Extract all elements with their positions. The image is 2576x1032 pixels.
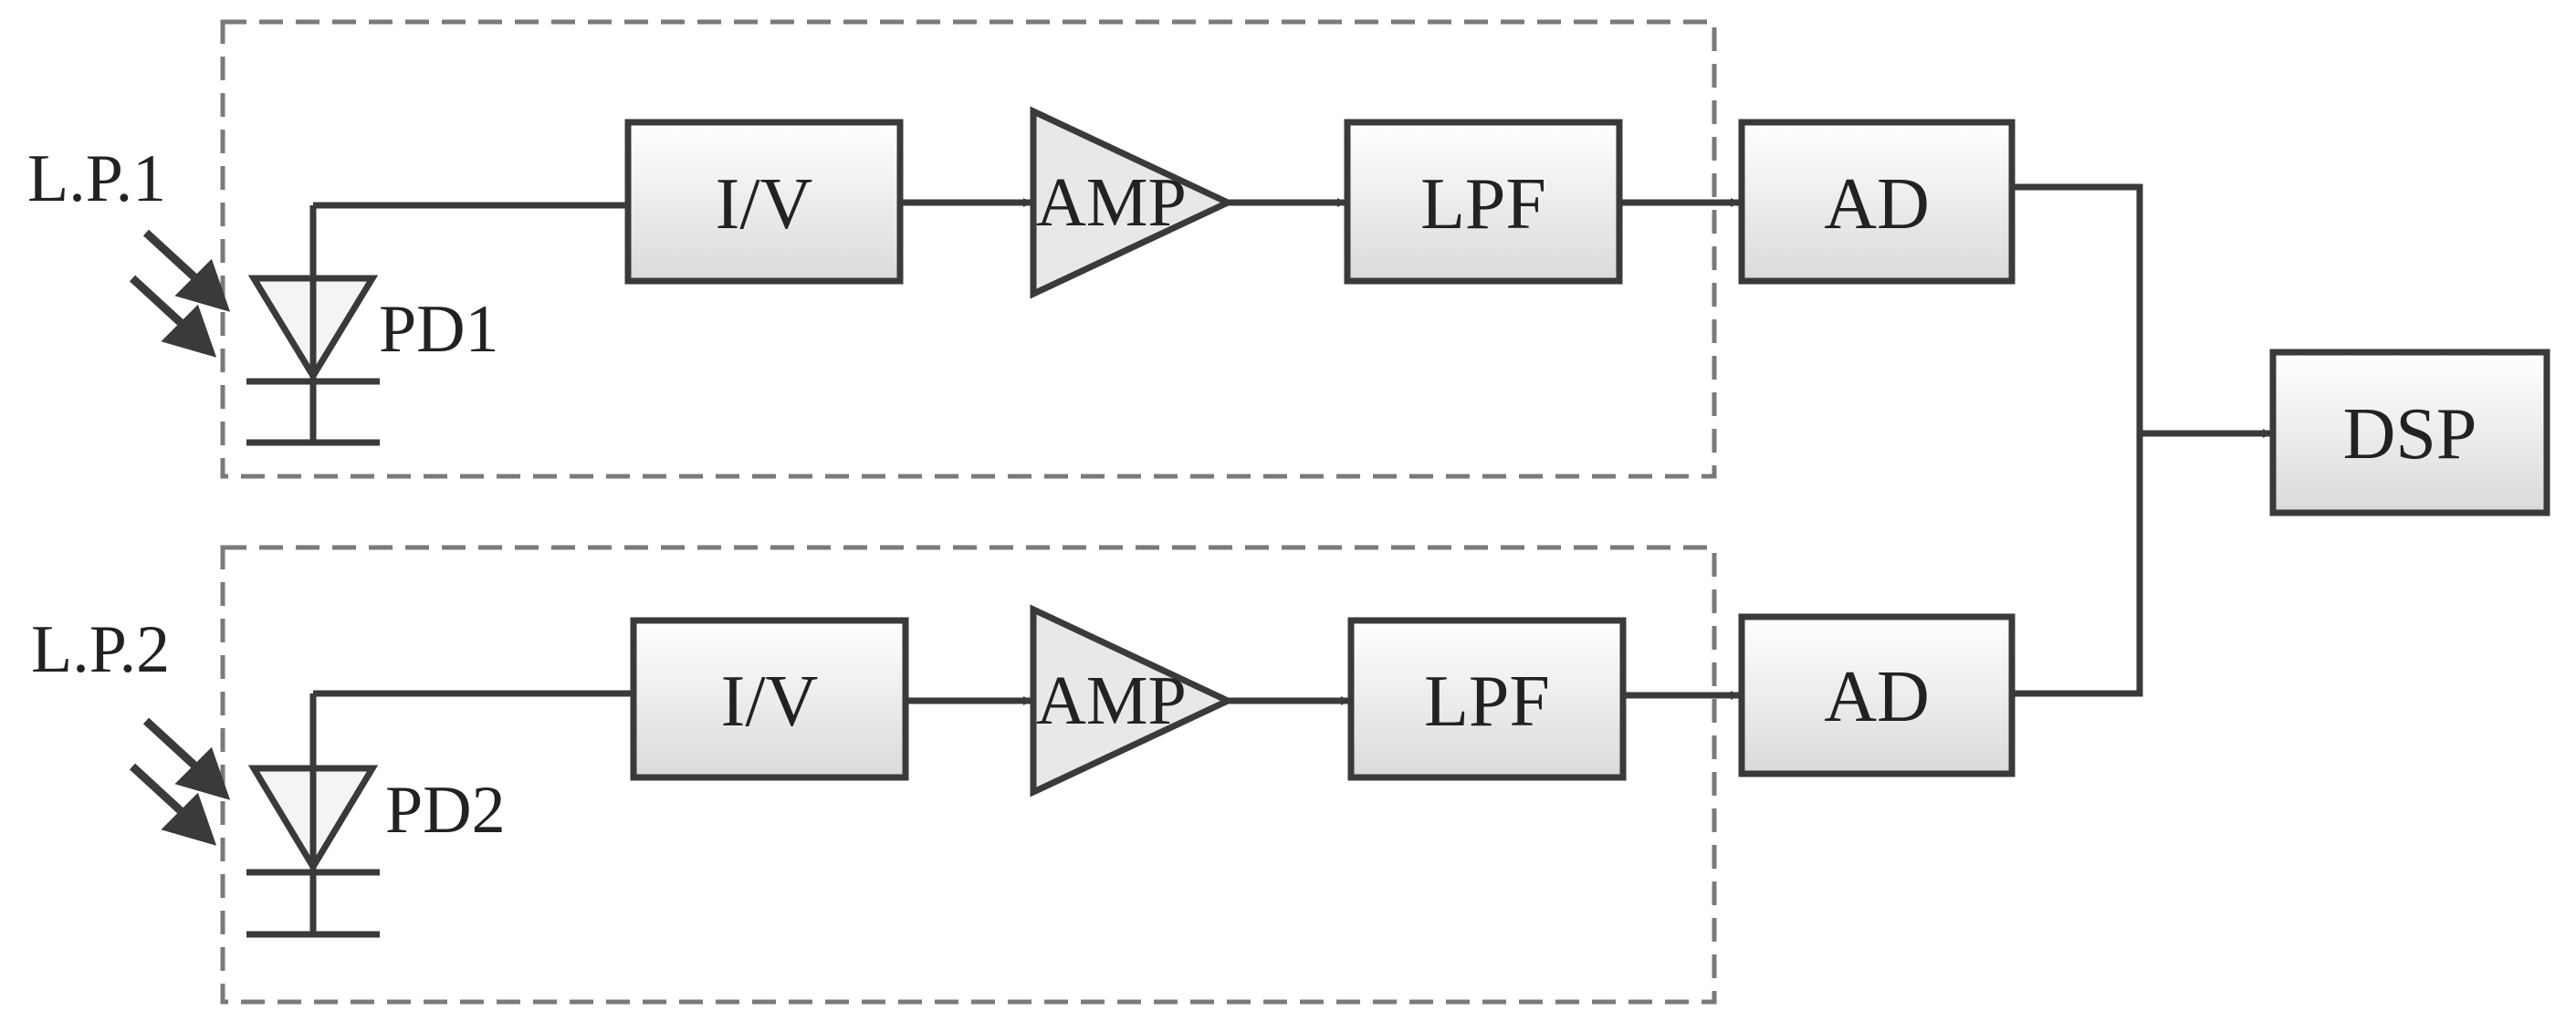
- lpf-label-1: LPF: [1420, 164, 1546, 245]
- dsp-label: DSP: [2343, 394, 2477, 474]
- channel-2: L.P.2 PD2 I/V AMP LPF: [31, 545, 1740, 1005]
- photodiode-label-1: PD1: [379, 292, 499, 367]
- amplifier-2-icon: [1030, 604, 1236, 797]
- light-label-1: L.P.1: [27, 141, 166, 216]
- channel-1: L.P.1 PD1 I/V AMP LPF: [27, 19, 1740, 479]
- dsp-block: [2269, 349, 2550, 516]
- ad-label-2: AD: [1824, 657, 1930, 737]
- amplifier-1-icon: [1030, 106, 1236, 299]
- photodiode-1-icon: [246, 205, 380, 446]
- ad-label-1: AD: [1824, 164, 1930, 245]
- iv-label-1: I/V: [716, 164, 813, 245]
- photodiode-2-icon: [246, 693, 380, 938]
- incident-light-arrows-icon: [129, 229, 231, 358]
- incident-light-arrows-icon: [129, 717, 231, 846]
- amp-label-1: AMP: [1036, 164, 1187, 241]
- lpf-block-2: [1347, 617, 1627, 781]
- lpf-block-1: [1344, 119, 1623, 285]
- light-label-2: L.P.2: [31, 612, 170, 687]
- ad-block-2: [1738, 613, 2016, 777]
- iv-label-2: I/V: [721, 662, 819, 742]
- amp-label-2: AMP: [1036, 662, 1187, 739]
- photodiode-label-2: PD2: [385, 773, 506, 848]
- ad-block-1: [1738, 119, 2016, 285]
- iv-block-2: [630, 617, 909, 781]
- wire-ad1-to-bus: [2012, 183, 2143, 697]
- lpf-label-2: LPF: [1424, 662, 1550, 742]
- channel-2-frame: [220, 545, 1717, 1005]
- channel-1-frame: [220, 19, 1717, 479]
